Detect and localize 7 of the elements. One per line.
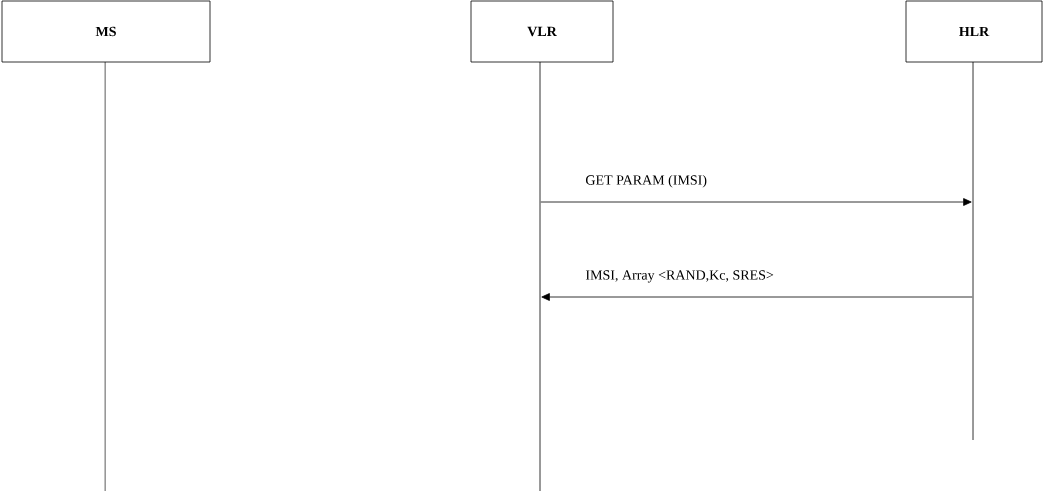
- participant-box: HLR: [905, 0, 1043, 63]
- edge-label: IMSI, Array <RAND,Kc, SRES>: [585, 270, 774, 283]
- edge-label: GET PARAM (IMSI): [586, 174, 707, 188]
- message-arrow: [541, 293, 973, 301]
- participant-box: MS: [1, 0, 211, 63]
- message-arrow: [540, 198, 972, 206]
- participant-box: VLR: [470, 0, 614, 63]
